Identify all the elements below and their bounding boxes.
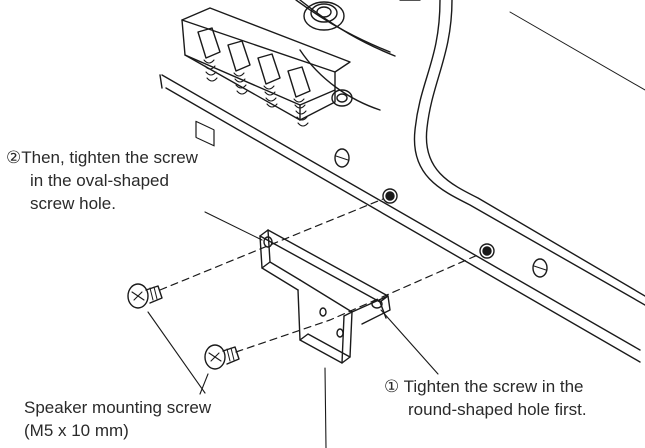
callout-step1-line1: ① Tighten the screw in the <box>384 377 584 396</box>
callout-oval-hole-step: ②Then, tighten the screw in the oval-sha… <box>6 146 198 215</box>
leader-lines <box>147 211 439 448</box>
alignment-dashed-lines <box>159 198 481 353</box>
speaker-rail <box>159 74 641 363</box>
mounting-screw-lower <box>204 344 240 370</box>
cabinet-back-panel <box>295 0 645 306</box>
speaker-terminal-block <box>181 7 353 147</box>
callout-step2-line1: ②Then, tighten the screw <box>6 148 198 167</box>
callout-step1-line2: round-shaped hole first. <box>408 400 587 419</box>
callout-round-hole-step: ① Tighten the screw in the round-shaped … <box>384 375 587 421</box>
callout-step2-line2: in the oval-shaped <box>30 171 169 190</box>
callout-screw-line2: (M5 x 10 mm) <box>24 421 129 440</box>
round-terminal-cap <box>303 1 345 31</box>
callout-screw-line1: Speaker mounting screw <box>24 398 212 417</box>
callout-speaker-screw: Speaker mounting screw (M5 x 10 mm) <box>24 396 211 442</box>
mounting-holes <box>382 188 495 259</box>
callout-step2-line3: screw hole. <box>30 194 116 213</box>
mounting-bracket <box>259 229 391 364</box>
mounting-screw-upper <box>127 283 163 309</box>
